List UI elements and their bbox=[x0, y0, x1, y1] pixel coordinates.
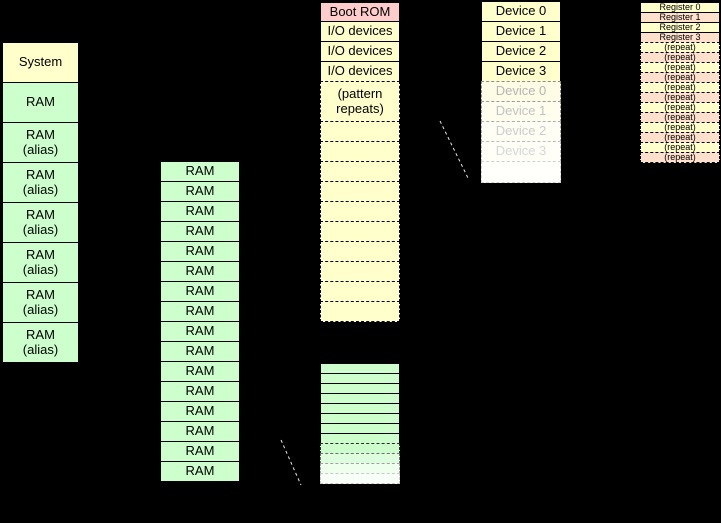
ram-box: RAM bbox=[160, 401, 240, 422]
device-box: Device 2 bbox=[481, 41, 561, 62]
ram-alias-box: RAM (alias) bbox=[2, 282, 79, 323]
ram-box: RAM bbox=[160, 281, 240, 302]
repeat-pattern-cell bbox=[320, 241, 400, 262]
device-repeat-box: Device 0 bbox=[481, 81, 561, 102]
ram-box: RAM bbox=[160, 201, 240, 222]
repeat-pattern-cell bbox=[320, 201, 400, 222]
device-box: Device 1 bbox=[481, 21, 561, 42]
device-fade-cell bbox=[481, 161, 561, 183]
ram-box: RAM bbox=[160, 341, 240, 362]
zoom-connector-line bbox=[280, 439, 302, 486]
device-repeat-box: Device 2 bbox=[481, 121, 561, 142]
pattern-repeats-box: (pattern repeats) bbox=[320, 81, 400, 122]
device-repeat-box: Device 3 bbox=[481, 141, 561, 162]
ram-box: RAM bbox=[160, 181, 240, 202]
repeat-pattern-cell bbox=[320, 181, 400, 202]
repeat-pattern-cell bbox=[320, 221, 400, 242]
ram-box: RAM bbox=[160, 301, 240, 322]
ram-box: RAM bbox=[160, 161, 240, 182]
ram-fade-cell bbox=[320, 473, 400, 484]
ram-box: RAM bbox=[160, 441, 240, 462]
ram-alias-box: RAM (alias) bbox=[2, 162, 79, 203]
io-devices-box: I/O devices bbox=[320, 21, 400, 42]
repeat-pattern-cell bbox=[320, 301, 400, 322]
zoom-connector-line bbox=[439, 120, 470, 181]
ram-box: RAM bbox=[160, 361, 240, 382]
repeat-pattern-cell bbox=[320, 261, 400, 282]
io-devices-box: I/O devices bbox=[320, 61, 400, 82]
device-box: Device 3 bbox=[481, 61, 561, 82]
repeat-pattern-cell bbox=[320, 161, 400, 182]
ram-box: RAM bbox=[160, 461, 240, 482]
repeat-pattern-cell bbox=[320, 141, 400, 162]
ram-alias-box: RAM (alias) bbox=[2, 242, 79, 283]
device-repeat-box: Device 1 bbox=[481, 101, 561, 122]
ram-box: RAM bbox=[160, 221, 240, 242]
io-devices-box: I/O devices bbox=[320, 41, 400, 62]
ram-box: RAM bbox=[160, 321, 240, 342]
ram-box: RAM bbox=[2, 82, 79, 123]
system-box: System bbox=[2, 42, 79, 83]
ram-fine-detail-column bbox=[320, 363, 400, 484]
ram-alias-box: RAM (alias) bbox=[2, 122, 79, 163]
ram-box: RAM bbox=[160, 241, 240, 262]
register-repeat-box: (repeat) bbox=[640, 152, 720, 163]
repeat-pattern-cell bbox=[320, 281, 400, 302]
boot-rom-box: Boot ROM bbox=[320, 2, 400, 22]
ram-alias-box: RAM (alias) bbox=[2, 322, 79, 363]
ram-box: RAM bbox=[160, 381, 240, 402]
ram-alias-box: RAM (alias) bbox=[2, 202, 79, 243]
ram-box: RAM bbox=[160, 261, 240, 282]
device-box: Device 0 bbox=[481, 1, 561, 22]
ram-box: RAM bbox=[160, 421, 240, 442]
repeat-pattern-cell bbox=[320, 121, 400, 142]
